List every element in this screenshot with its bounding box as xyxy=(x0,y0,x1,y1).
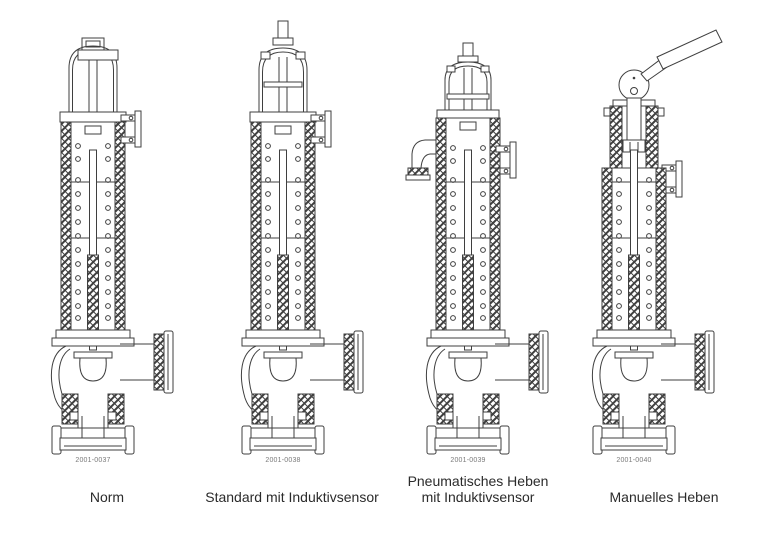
figure-number: 2001-0040 xyxy=(616,457,652,464)
figure-label-line: mit Induktivsensor xyxy=(421,489,535,505)
figure-label-manuell: Manuelles Heben xyxy=(609,489,719,505)
figure-number: 2001-0037 xyxy=(75,457,111,464)
figure-label-norm: Norm xyxy=(89,489,125,505)
valve-drawing-pneumatisches-heben xyxy=(405,42,549,455)
valve-drawing-standard-induktivsensor xyxy=(240,20,364,455)
valve-drawing-norm xyxy=(50,37,174,455)
figure-label-line: Pneumatisches Heben xyxy=(407,473,549,489)
figure-number: 2001-0038 xyxy=(265,457,301,464)
figure-label-standard: Standard mit Induktivsensor xyxy=(205,489,379,505)
valve-drawing-manuelles-heben xyxy=(591,29,723,455)
figure-label-pneumatisch: Pneumatisches Heben mit Induktivsensor xyxy=(378,473,578,505)
figure-number: 2001-0039 xyxy=(450,457,486,464)
